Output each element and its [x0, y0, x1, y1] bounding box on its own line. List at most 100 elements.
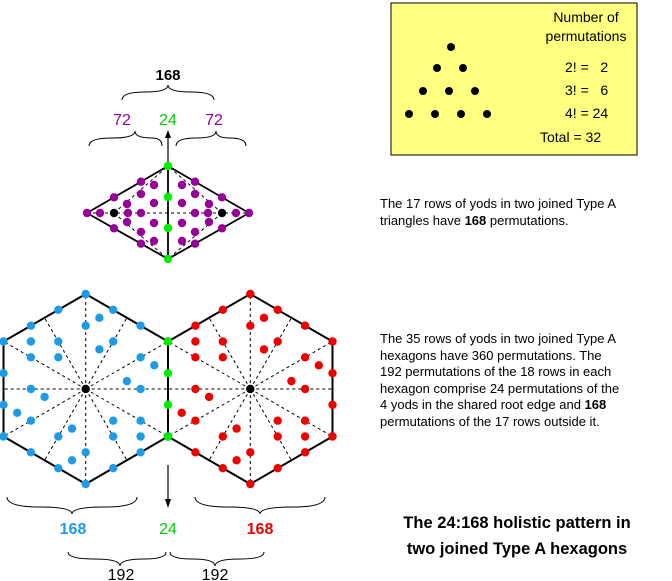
right-hexagon-yod	[232, 424, 241, 433]
rhombus-yod	[203, 208, 213, 218]
rhombus-yod	[204, 199, 214, 209]
right-hexagon-edge-yod	[246, 289, 255, 299]
rhombus-description: The 17 rows of yods in two joined Type A…	[380, 196, 670, 229]
left-hexagon-yod	[54, 432, 63, 441]
hex-desc-line1: The 35 rows of yods in two joined Type A	[380, 331, 617, 346]
sum-left-label: 192	[108, 567, 135, 581]
left-hexagon-centre-yod	[81, 384, 90, 394]
right-hexagon-yod	[300, 416, 310, 425]
left-hexagon-edge	[85, 293, 169, 343]
triangle-yod	[447, 43, 455, 51]
right-hexagon-edge	[249, 293, 334, 343]
left-hexagon-yod	[54, 353, 63, 362]
left-hexagon-brace	[6, 496, 138, 515]
right-hexagon-yod	[300, 353, 310, 362]
left-hexagon-edge-yod	[54, 305, 63, 314]
box-heading-line1: Number of	[553, 9, 618, 25]
right-hexagon-yod	[300, 384, 310, 394]
rhombus-desc-line2b: permutations.	[486, 212, 569, 228]
joined-hexagons	[0, 289, 337, 489]
left-hexagon-edge-yod	[0, 432, 8, 441]
rhombus-center-label: 24	[159, 112, 177, 129]
rhombus-yod	[123, 208, 133, 218]
rhombus-yod	[95, 208, 105, 218]
rhombus-yod	[122, 199, 132, 209]
rhombus-edge-yod	[217, 193, 227, 202]
rhombus-desc-line1: The 17 rows of yods in two joined Type A	[380, 196, 617, 211]
left-hexagon-yod	[95, 313, 104, 322]
right-hexagon-edge-yod	[300, 321, 310, 330]
sum-left-brace	[67, 551, 167, 567]
left-hexagon-yod	[67, 456, 77, 465]
rhombus-edge-yod	[190, 177, 200, 186]
left-hexagon-yod	[13, 408, 22, 417]
hex-desc-line4: hexagon comprise 24 permutations of the	[380, 380, 620, 396]
left-hexagon-spoke	[3, 388, 86, 437]
rhombus-edge-yod	[190, 239, 200, 248]
page-title: The 24:168 holistic pattern in two joine…	[368, 510, 666, 562]
right-hexagon-yod	[300, 432, 310, 441]
rhombus-top-brace	[121, 84, 215, 101]
right-hexagon-yod	[218, 432, 227, 441]
rhombus-right-label: 72	[205, 112, 223, 129]
right-hexagon-yod	[287, 376, 296, 386]
hex-desc-line6: permutations of the 17 rows outside it.	[380, 413, 600, 429]
right-hexagon-edge-yod	[273, 305, 282, 314]
triangle-yod	[433, 64, 441, 72]
right-hexagon-edge-yod	[328, 400, 337, 409]
hexagon-arrow-head	[165, 499, 171, 508]
rhombus-dashed-line	[167, 165, 223, 214]
rhombus-desc-168: 168	[464, 212, 487, 228]
right-hexagon-centre-yod	[246, 384, 255, 394]
rhombus-yod	[231, 208, 241, 218]
rhombus-left-label: 72	[113, 112, 131, 129]
left-hexagon-label: 168	[60, 521, 87, 538]
rhombus-right-brace	[175, 130, 247, 147]
triangle-yod	[419, 87, 427, 95]
left-hexagon-edge	[2, 435, 87, 485]
left-hexagon-yod	[26, 416, 36, 425]
triangle-yod	[457, 110, 465, 118]
left-hexagon-yod	[26, 384, 36, 394]
right-hexagon-spoke	[167, 341, 251, 390]
left-hexagon-yod	[95, 345, 104, 354]
hexagon-description: The 35 rows of yods in two joined Type A…	[380, 331, 670, 430]
box-row-3: 3! = 6	[565, 82, 608, 98]
right-hexagon-yod	[191, 337, 200, 346]
right-hexagon-spoke	[208, 317, 251, 390]
right-hexagon-yod	[218, 353, 227, 362]
rhombus-vertex-yod	[82, 208, 92, 218]
shared-edge-yod	[163, 432, 173, 441]
rhombus-yod	[149, 236, 159, 246]
left-hexagon-spoke	[85, 317, 128, 390]
right-hexagon-edge-yod	[218, 305, 227, 314]
hex-desc-line5a: 4 yods in the shared root edge and	[380, 397, 585, 412]
right-hexagon-label: 168	[247, 521, 274, 538]
triangle-yod	[483, 110, 491, 118]
rhombus-edge	[167, 165, 250, 214]
rhombus-edge-yod	[217, 224, 227, 233]
left-hexagon-edge	[2, 293, 87, 343]
left-hexagon-yod	[122, 376, 132, 386]
left-hexagon-edge-yod	[109, 464, 118, 473]
rhombus-edge-yod	[136, 239, 146, 248]
right-hexagon-yod	[177, 408, 186, 417]
shared-edge-yod	[163, 337, 173, 346]
right-hexagon-edge	[249, 435, 334, 485]
left-hexagon-yod	[109, 432, 118, 441]
box-row-2: 2! = 2	[565, 59, 608, 75]
right-hexagon-edge-yod	[328, 432, 337, 441]
right-hexagon-edge	[167, 435, 251, 485]
left-hexagon-spoke	[3, 341, 86, 390]
right-hexagon-yod	[259, 345, 269, 354]
right-hexagon-yod	[259, 313, 269, 322]
left-hexagon-yod	[40, 392, 49, 402]
left-hexagon-edge-yod	[26, 321, 36, 330]
rhombus-arrow-head	[165, 130, 171, 138]
right-hexagon-yod	[246, 321, 255, 330]
rhombus-shared-yod	[163, 254, 173, 264]
rhombus-yod	[122, 217, 132, 227]
left-hexagon-yod	[136, 416, 145, 425]
hex-desc-line3: 192 permutations of the 18 rows in each	[380, 364, 612, 379]
shared-edge-yod	[163, 369, 173, 378]
